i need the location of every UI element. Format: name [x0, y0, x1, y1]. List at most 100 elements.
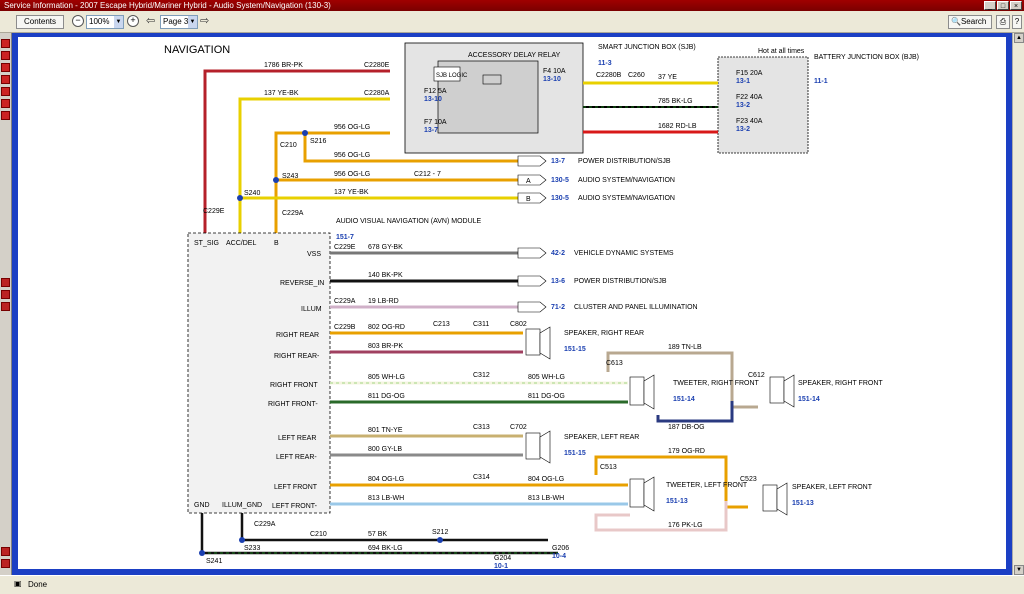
- wire-179: [594, 455, 748, 509]
- speaker-lr-ref: 151-15: [564, 450, 586, 457]
- connector-c229a: C229A: [282, 210, 304, 217]
- chevron-down-icon: ▼: [188, 16, 197, 28]
- page-status-icon: ▣: [14, 579, 22, 588]
- side-tab-icon[interactable]: [1, 63, 10, 72]
- pin-left-rear-p: LEFT REAR: [278, 435, 316, 442]
- sjb-logic-box: [433, 66, 461, 82]
- connector-c312: C312: [473, 372, 490, 379]
- print-icon[interactable]: ⎙: [996, 15, 1010, 29]
- tweeter-rf-body: [629, 376, 645, 406]
- zoom-select[interactable]: 100%▼: [86, 15, 124, 29]
- connector-c212: C212 - 7: [414, 171, 441, 178]
- side-tab-icon[interactable]: [1, 75, 10, 84]
- wire-804b-label: 804 OG-LG: [528, 476, 564, 483]
- connector-c2280a: C2280A: [364, 90, 390, 97]
- speaker-lf-ref: 151-13: [792, 500, 814, 507]
- wire-956a: [274, 131, 390, 239]
- close-button[interactable]: ×: [1010, 1, 1022, 10]
- ground-g204: G204: [494, 555, 511, 562]
- tweeter-rf-ref: 151-14: [673, 396, 695, 403]
- diagram-page: NAVIGATION ACCESSORY DELAY RELAY SJB LOG…: [18, 37, 1006, 570]
- ref-vds: 42-2: [551, 250, 565, 257]
- next-page-icon[interactable]: ⇨: [200, 15, 210, 27]
- wire-137b-label: 137 YE-BK: [334, 189, 369, 196]
- fuse-f22-ref: 13-2: [736, 102, 750, 109]
- side-tab-icon[interactable]: [1, 111, 10, 120]
- ref-pd1: 13-7: [551, 158, 565, 165]
- side-tab-icon[interactable]: [1, 87, 10, 96]
- bjb-box: [717, 56, 809, 154]
- pin-right-front-p: RIGHT FRONT: [270, 382, 318, 389]
- avn-module-box: [187, 232, 331, 514]
- splice-s233: [239, 537, 245, 543]
- wire-804a-label: 804 OG-LG: [368, 476, 404, 483]
- wire-187: [656, 401, 734, 423]
- wire-800-label: 800 GY-LB: [368, 446, 402, 453]
- pin-left-front-m: LEFT FRONT-: [272, 503, 318, 510]
- connector-c311: C311: [473, 321, 489, 328]
- wire-805a-label: 805 WH-LG: [368, 374, 405, 381]
- connector-c314: C314: [473, 474, 490, 481]
- status-bar: ▣ Done: [0, 575, 1024, 594]
- speaker-lf-body: [762, 484, 778, 512]
- help-icon[interactable]: ?: [1012, 15, 1022, 29]
- side-tab-icon[interactable]: [1, 278, 10, 287]
- side-tab-icon[interactable]: [1, 39, 10, 48]
- contents-button[interactable]: Contents: [16, 15, 64, 29]
- wire-19-label: 19 LB-RD: [368, 298, 399, 305]
- ground-g206: G206: [552, 545, 569, 552]
- maximize-button[interactable]: □: [997, 1, 1009, 10]
- zoom-in-icon[interactable]: +: [127, 15, 139, 27]
- pin-illum-gnd: ILLUM_GND: [222, 502, 262, 509]
- previous-page-icon[interactable]: ⇦: [146, 15, 156, 27]
- vertical-scrollbar[interactable]: ▲ ▼: [1012, 33, 1024, 575]
- connector-c2280b: C2280B: [596, 72, 622, 79]
- side-tab-icon[interactable]: [1, 99, 10, 108]
- search-button[interactable]: 🔍Search: [948, 15, 992, 29]
- fuse-f15: F15 20A: [736, 70, 763, 77]
- wire-813a-label: 813 LB-WH: [368, 495, 404, 502]
- side-tab-icon[interactable]: [1, 547, 10, 556]
- relay-label: ACCESSORY DELAY RELAY: [468, 52, 561, 59]
- fuse-f23: F23 40A: [736, 118, 763, 125]
- scroll-down-icon[interactable]: ▼: [1014, 565, 1024, 575]
- side-tab-icon[interactable]: [1, 302, 10, 311]
- wire-187-label: 187 DB-OG: [668, 424, 705, 431]
- wire-57: [240, 513, 548, 542]
- wire-811b-label: 811 DG-OG: [528, 393, 565, 400]
- wire-694-label: 694 BK-LG: [368, 545, 403, 552]
- ref-as2-label: AUDIO SYSTEM/NAVIGATION: [578, 195, 675, 202]
- pin-b: B: [274, 240, 279, 247]
- tweeter-lf-label: TWEETER, LEFT FRONT: [666, 482, 748, 489]
- plug-b-label: B: [526, 196, 531, 203]
- wire-1786-label: 1786 BR-PK: [264, 62, 303, 69]
- plug-a-label: A: [526, 178, 531, 185]
- pin-illum: ILLUM: [301, 306, 322, 313]
- wire-1786: [203, 69, 390, 239]
- wire-802-label: 802 OG-RD: [368, 324, 405, 331]
- wire-678-label: 678 GY-BK: [368, 244, 403, 251]
- connector-c260: C260: [628, 72, 645, 79]
- splice-s241-label: S241: [206, 558, 222, 565]
- splice-s241: [199, 550, 205, 556]
- connector-c229a2: C229A: [334, 298, 356, 305]
- side-tab-icon[interactable]: [1, 559, 10, 568]
- wire-805b-label: 805 WH-LG: [528, 374, 565, 381]
- side-tab-icon[interactable]: [1, 290, 10, 299]
- tweeter-lf-ref: 151-13: [666, 498, 688, 505]
- scroll-up-icon[interactable]: ▲: [1014, 33, 1024, 43]
- wire-803-label: 803 BR-PK: [368, 343, 403, 350]
- search-label: Search: [960, 17, 987, 26]
- connector-c523: C523: [740, 476, 757, 483]
- wire-137a-label: 137 YE-BK: [264, 90, 299, 97]
- side-tab-icon[interactable]: [1, 51, 10, 60]
- connector-c229e2: C229E: [334, 244, 356, 251]
- pin-vss: VSS: [307, 251, 321, 258]
- wire-189-label: 189 TN-LB: [668, 344, 702, 351]
- page-select[interactable]: Page 3▼: [160, 15, 198, 29]
- zoom-out-icon[interactable]: −: [72, 15, 84, 27]
- connector-c613: C613: [606, 360, 623, 367]
- wire-813b-label: 813 LB-WH: [528, 495, 564, 502]
- minimize-button[interactable]: _: [984, 1, 996, 10]
- fuse-f4: F4 10A: [543, 68, 566, 75]
